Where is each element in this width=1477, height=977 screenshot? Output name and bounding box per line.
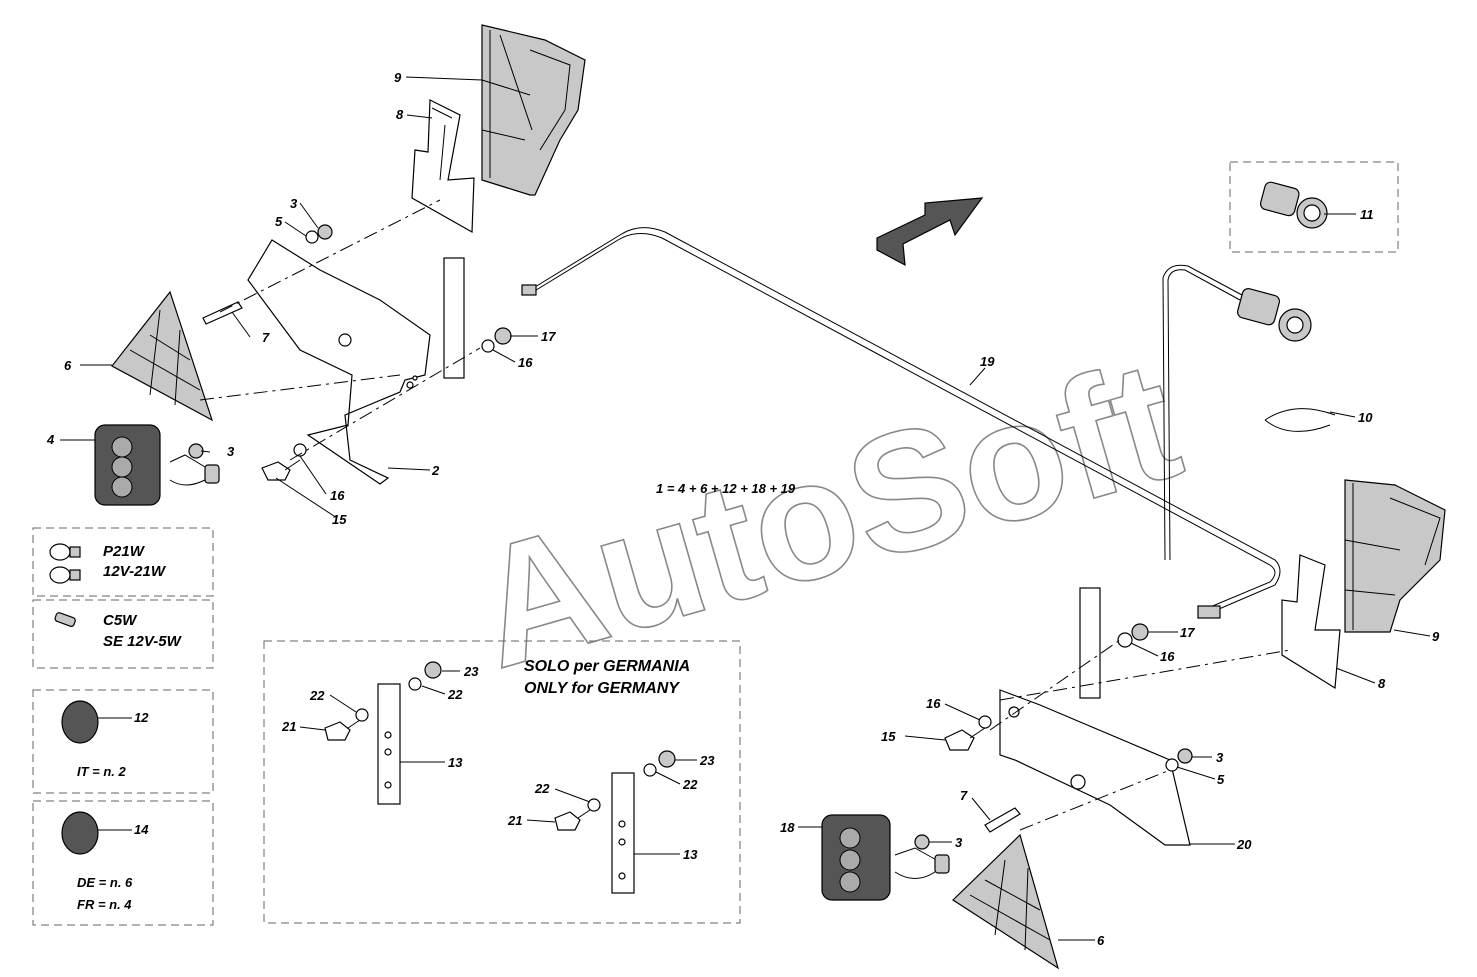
nut-3-lamp-right — [914, 834, 930, 850]
callout-6-left: 6 — [64, 358, 72, 373]
callout-16-right: 16 — [1160, 649, 1175, 664]
callout-5-upper: 5 — [275, 214, 283, 229]
reflector-14-note1: DE = n. 6 — [77, 875, 133, 890]
callout-22-a: 22 — [309, 688, 325, 703]
kit-formula: 1 = 4 + 6 + 12 + 18 + 19 — [656, 481, 796, 496]
callout-7-right: 7 — [960, 788, 968, 803]
callout-15-left: 15 — [332, 512, 347, 527]
callout-15-right: 15 — [881, 729, 896, 744]
wiring-harness-19 — [529, 227, 1281, 616]
callout-22-b: 22 — [447, 687, 463, 702]
plate-support-20 — [999, 689, 1191, 846]
reflector-12-note: IT = n. 2 — [77, 764, 127, 779]
bulb-c5w-line1: C5W — [103, 612, 138, 629]
callout-10: 10 — [1358, 410, 1373, 425]
callout-2: 2 — [431, 463, 440, 478]
triangle-reflector-right — [952, 833, 1060, 970]
bolt-21b — [554, 809, 591, 831]
callout-11: 11 — [1360, 207, 1374, 222]
bolt-15-right — [944, 727, 986, 751]
callout-9-lower: 9 — [1432, 629, 1440, 644]
callout-23-a: 23 — [463, 664, 479, 679]
callout-4: 4 — [46, 432, 55, 447]
nut-3-lamp-left — [188, 443, 204, 459]
callout-17-right: 17 — [1180, 625, 1195, 640]
cable-clamp-10 — [1264, 408, 1336, 432]
callout-17-left: 17 — [541, 329, 556, 344]
callout-22-d: 22 — [682, 777, 698, 792]
bulb-c5w-line2: SE 12V-5W — [103, 633, 183, 650]
callout-20: 20 — [1236, 837, 1252, 852]
triangle-reflector-left — [111, 290, 214, 422]
round-reflector-icon-2 — [61, 811, 99, 855]
legend-box-reflector-14 — [32, 800, 214, 926]
callout-13-b: 13 — [683, 847, 698, 862]
washer-5-left — [305, 230, 319, 244]
festoon-bulb-icon — [54, 612, 76, 627]
legend-box-reflector-12 — [32, 689, 214, 794]
germany-only-box — [263, 640, 741, 924]
callout-9-upper: 9 — [394, 70, 402, 85]
callout-3-lamp-right: 3 — [955, 835, 963, 850]
rivet-7-left — [202, 301, 243, 325]
callout-3-right: 3 — [1216, 750, 1224, 765]
reflector-14-note2: FR = n. 4 — [77, 897, 132, 912]
rivet-7-right — [984, 807, 1021, 833]
callout-16-top: 16 — [518, 355, 533, 370]
extension-plate-13a — [377, 683, 401, 805]
callout-3-upper: 3 — [290, 196, 298, 211]
nut-3-right — [1177, 748, 1193, 764]
legend-box-p21w — [32, 527, 214, 597]
bulb-p21w-line1: P21W — [103, 543, 146, 560]
round-reflector-icon — [61, 700, 99, 744]
nut-17-right — [1131, 623, 1149, 641]
callout-16-bolt-right: 16 — [926, 696, 941, 711]
callout-8-lower: 8 — [1378, 676, 1386, 691]
bolt-15-left — [261, 459, 301, 481]
plug-box — [1229, 161, 1399, 253]
nut-17-left — [494, 327, 512, 345]
callout-22-c: 22 — [534, 781, 550, 796]
extension-strip-right — [1079, 587, 1101, 699]
plug-11 — [1259, 181, 1328, 229]
callout-18: 18 — [780, 820, 795, 835]
callout-5-right: 5 — [1217, 772, 1225, 787]
washer-16-top — [481, 339, 495, 353]
plug-on-harness — [1237, 288, 1312, 342]
bulb-p21w-line2: 12V-21W — [103, 563, 167, 580]
plate-support-bracket — [247, 239, 431, 485]
callout-8-upper: 8 — [396, 107, 404, 122]
callout-7-left: 7 — [262, 330, 270, 345]
callout-3-lamp-left: 3 — [227, 444, 235, 459]
germany-note-line1: SOLO per GERMANIA — [524, 658, 690, 675]
mounting-bracket-upper — [411, 99, 475, 234]
washer-16-right-a — [978, 715, 992, 729]
rear-lamp-right — [821, 814, 950, 901]
direction-arrow — [876, 197, 984, 267]
callout-19: 19 — [980, 354, 995, 369]
mudguard-flap-upper — [481, 24, 586, 196]
callout-16-left: 16 — [330, 488, 345, 503]
callout-14: 14 — [134, 822, 149, 837]
callout-23-b: 23 — [699, 753, 715, 768]
bulb-icon — [49, 543, 81, 584]
callout-21-b: 21 — [507, 813, 522, 828]
legend-box-c5w — [32, 599, 214, 669]
nut-3-left — [317, 224, 333, 240]
extension-plate-13b — [611, 772, 635, 894]
mounting-bracket-lower — [1281, 554, 1341, 690]
rear-lamp-left — [94, 424, 220, 506]
callout-21-a: 21 — [281, 719, 296, 734]
washer-16-right-b — [1117, 632, 1133, 648]
germany-note-line2: ONLY for GERMANY — [524, 680, 680, 697]
callout-13-a: 13 — [448, 755, 463, 770]
callout-12: 12 — [134, 710, 149, 725]
bolt-21a — [324, 719, 361, 741]
extension-strip-left — [443, 257, 465, 379]
mudguard-flap-lower — [1344, 479, 1446, 633]
washer-5-right — [1165, 758, 1179, 772]
callout-6-right: 6 — [1097, 933, 1105, 948]
